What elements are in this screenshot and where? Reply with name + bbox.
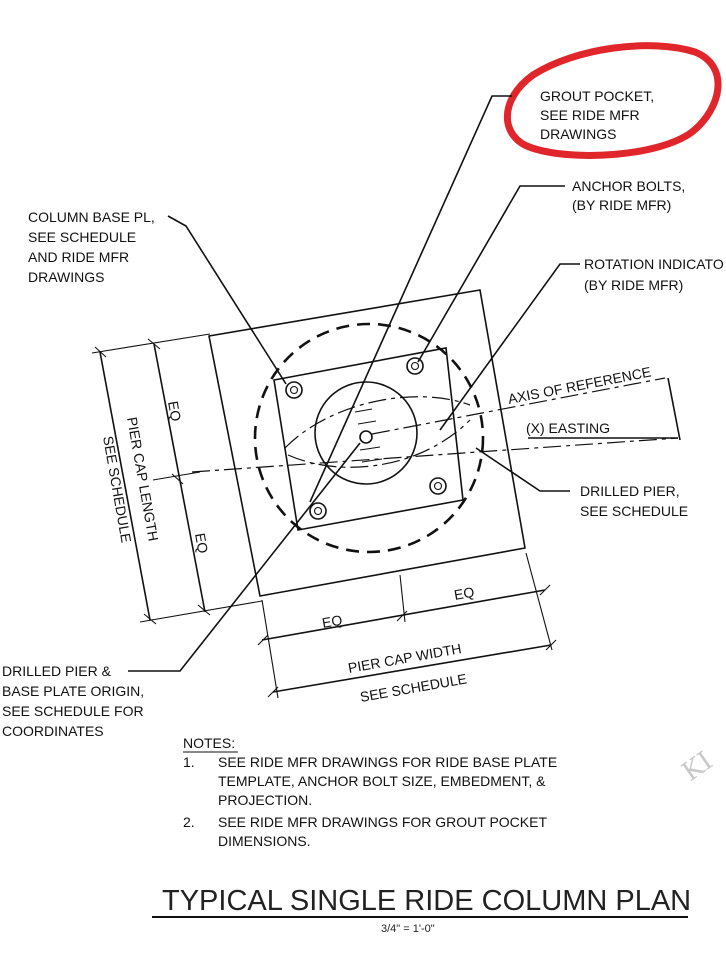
centerline-x xyxy=(191,437,679,473)
anchor-bolts xyxy=(285,357,447,520)
note-1-line-3: PROJECTION. xyxy=(218,792,312,808)
leader-lines xyxy=(128,95,580,672)
rotation-indicator-lower xyxy=(287,419,471,468)
see-schedule-width-label: SEE SCHEDULE xyxy=(359,670,468,705)
anchor-bolts-callout: ANCHOR BOLTS, (BY RIDE MFR) xyxy=(572,178,689,213)
pier-cap-outline xyxy=(208,289,526,597)
eq-left-lower: EQ xyxy=(192,532,211,555)
column-base-line-3: AND RIDE MFR xyxy=(28,249,129,265)
column-base-line-2: SEE SCHEDULE xyxy=(28,229,136,245)
drilled-pier-circle xyxy=(253,322,485,554)
eq-left-upper: EQ xyxy=(165,400,184,423)
anchor-bolts-line-1: ANCHOR BOLTS, xyxy=(572,178,685,194)
rotation-line-2: (BY RIDE MFR) xyxy=(584,277,683,293)
drilled-pier-callout: DRILLED PIER, SEE SCHEDULE xyxy=(580,483,688,519)
notes-block: NOTES: 1. SEE RIDE MFR DRAWINGS FOR RIDE… xyxy=(183,735,561,849)
eq-bottom-right: EQ xyxy=(453,584,476,603)
origin-line-2: BASE PLATE ORIGIN, xyxy=(2,683,144,699)
grout-pocket-line-3: DRAWINGS xyxy=(540,126,616,142)
anchor-bolts-line-2: (BY RIDE MFR) xyxy=(572,197,671,213)
drilled-pier-line-1: DRILLED PIER, xyxy=(580,483,680,499)
drilled-pier-line-2: SEE SCHEDULE xyxy=(580,503,688,519)
length-dimension xyxy=(91,333,263,625)
note-2-text: SEE RIDE MFR DRAWINGS FOR GROUT POCKET D… xyxy=(218,814,551,849)
watermark: KI xyxy=(677,746,719,788)
highlight-circle xyxy=(504,42,722,159)
eq-bottom-left: EQ xyxy=(321,612,344,631)
rotation-line-1: ROTATION INDICATO xyxy=(584,256,724,272)
column-base-line-4: DRAWINGS xyxy=(28,269,104,285)
see-schedule-length-label: SEE SCHEDULE xyxy=(100,435,135,544)
center-ticks xyxy=(354,408,383,463)
grout-pocket-line-1: GROUT POCKET, xyxy=(540,88,654,104)
drawing-scale: 3/4" = 1'-0" xyxy=(381,923,435,935)
origin-callout: DRILLED PIER & BASE PLATE ORIGIN, SEE SC… xyxy=(2,663,148,739)
column-base-callout: COLUMN BASE PL, SEE SCHEDULE AND RIDE MF… xyxy=(28,209,159,285)
rotation-callout: ROTATION INDICATO (BY RIDE MFR) xyxy=(584,256,726,293)
pier-cap-width-label: PIER CAP WIDTH xyxy=(347,640,463,676)
grout-pocket-circle xyxy=(314,381,418,485)
origin-line-4: COORDINATES xyxy=(2,723,104,739)
column-base-line-1: COLUMN BASE PL, xyxy=(28,209,155,225)
easting-tick xyxy=(667,377,681,441)
note-1-line-1: SEE RIDE MFR DRAWINGS FOR RIDE BASE PLAT… xyxy=(218,754,557,770)
rotation-indicator xyxy=(284,396,471,449)
note-1-line-2: TEMPLATE, ANCHOR BOLT SIZE, EMBEDMENT, & xyxy=(218,773,546,789)
grout-pocket-callout: GROUT POCKET, SEE RIDE MFR DRAWINGS xyxy=(540,88,658,142)
origin-point xyxy=(359,430,373,444)
note-1-num: 1. xyxy=(183,754,195,770)
origin-line-3: SEE SCHEDULE FOR xyxy=(2,703,144,719)
grout-pocket-line-2: SEE RIDE MFR xyxy=(540,107,640,123)
note-1-text: SEE RIDE MFR DRAWINGS FOR RIDE BASE PLAT… xyxy=(218,754,561,808)
origin-line-1: DRILLED PIER & xyxy=(2,663,112,679)
easting-label: (X) EASTING xyxy=(526,420,610,436)
note-2-num: 2. xyxy=(183,814,195,830)
note-2-line-1: SEE RIDE MFR DRAWINGS FOR GROUT POCKET xyxy=(218,814,547,830)
drawing-title: TYPICAL SINGLE RIDE COLUMN PLAN xyxy=(162,885,691,917)
axis-of-reference-label: AXIS OF REFERENCE xyxy=(507,363,653,406)
note-2-line-2: DIMENSIONS. xyxy=(218,833,311,849)
axis-of-reference-line xyxy=(371,377,666,435)
column-base-plate xyxy=(273,347,464,531)
width-dimension xyxy=(257,552,557,699)
notes-heading: NOTES: xyxy=(183,735,235,751)
